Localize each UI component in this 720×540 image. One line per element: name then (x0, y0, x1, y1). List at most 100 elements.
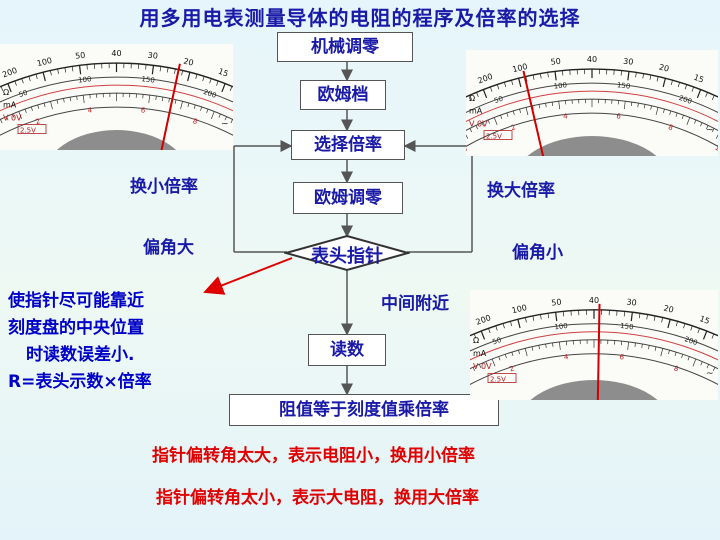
scale-tick (502, 323, 505, 329)
scale-tick (630, 101, 633, 107)
scale-tick (634, 342, 636, 347)
scale-tick (495, 325, 498, 331)
scale-tick (64, 67, 67, 73)
scale-tick (674, 352, 677, 357)
conclusion-line-2: 指针偏转角太小，表示大电阻，换用大倍率 (156, 488, 479, 508)
scale-tick (481, 122, 484, 127)
scale-tick (193, 104, 196, 109)
scale-tick (187, 102, 190, 107)
page-title: 用多用电表测量导体的电阻的程序及倍率的选择 (139, 6, 581, 30)
meter-dome (527, 136, 657, 156)
scale-tick (706, 364, 709, 369)
scale-tick (42, 72, 46, 82)
scale-tick (206, 109, 209, 114)
scale-tick (711, 333, 715, 339)
scale-tick (681, 115, 684, 120)
scale-tick (692, 358, 697, 367)
scale-tick (687, 356, 690, 361)
ohm-tick-label: 20 (182, 57, 194, 68)
scale-tick (71, 66, 74, 72)
scale-arc (466, 82, 718, 114)
scale-tick (630, 312, 633, 322)
scale-tick (0, 86, 4, 92)
step-mechanical-zero: 机械调零 (277, 32, 413, 62)
scale-tick (57, 68, 59, 74)
scale-tick (649, 74, 652, 80)
meter-needle (160, 63, 181, 150)
scale-tick (504, 82, 507, 88)
step-ohm-zero: 欧姆调零 (293, 182, 403, 214)
scale-tick (180, 101, 183, 110)
side-mark: Ω (469, 94, 475, 103)
ohm-tick-label: 30 (623, 57, 634, 67)
scale-tick (706, 125, 709, 130)
scale-tick (681, 354, 684, 359)
scale-tick (677, 82, 680, 88)
scale-tick (551, 101, 554, 107)
scale-tick (0, 119, 3, 124)
scale-tick (24, 109, 27, 114)
scale-tick (473, 333, 477, 339)
label-smaller-multiplier: 换小倍率 (130, 177, 198, 197)
scale-tick (547, 72, 549, 78)
scale-tick (487, 119, 490, 124)
scale-tick (558, 101, 561, 110)
scale-tick (669, 110, 672, 115)
scale-tick (694, 119, 697, 124)
scale-tick (209, 78, 212, 84)
scale-tick (650, 105, 652, 110)
note-line: 时读数误差小. (26, 345, 135, 365)
scale-tick (637, 103, 639, 108)
scale-tick (69, 97, 72, 102)
scale-tick (491, 358, 496, 367)
decision-label: 表头指针 (311, 246, 383, 267)
scale-tick-label: 2 (510, 123, 517, 132)
scale-tick (482, 89, 488, 99)
scale-tick (78, 65, 82, 75)
meter-face-right: ∞500200100504030201510505010015020025002… (466, 50, 718, 156)
scale-tick (545, 103, 547, 108)
scale-tick-label: 8 (667, 123, 674, 132)
ohm-tick-label: 15 (698, 314, 711, 326)
ac-label: ~ (706, 126, 714, 136)
scale-tick (230, 119, 233, 124)
scale-tick (686, 117, 691, 126)
scale-tick (661, 317, 664, 323)
ohm-tick-label: 20 (658, 63, 670, 74)
mirror-band (466, 90, 718, 122)
scale-tick-label: 2 (508, 364, 515, 373)
ac-label: ~ (706, 369, 714, 379)
scale-tick (469, 95, 473, 100)
scale-tick (168, 98, 170, 103)
scale-tick-label: 0 (466, 145, 469, 154)
scale-tick-label: 8 (673, 364, 680, 373)
scale-tick (211, 111, 215, 120)
scale-tick (711, 95, 715, 100)
scale-tick (200, 106, 203, 111)
ohm-tick-label: 40 (589, 296, 599, 305)
label-larger-multiplier: 换大倍率 (487, 181, 555, 201)
scale-tick (554, 71, 557, 81)
range-box (17, 124, 47, 134)
ohm-tick-label: 100 (36, 56, 53, 68)
side-mark: mA (3, 101, 17, 110)
mirror-band (470, 331, 718, 361)
range-label: 2.5V (20, 127, 36, 135)
scale-tick (667, 319, 671, 329)
scale-tick-label: 200 (202, 88, 217, 100)
scale-tick (221, 83, 226, 93)
scale-tick-label: 4 (87, 106, 93, 114)
scale-tick (662, 78, 666, 88)
scale-tick (635, 72, 637, 78)
scale-tick (538, 104, 541, 109)
scale-arc (0, 76, 233, 103)
range-box (487, 373, 517, 383)
scale-tick (202, 76, 205, 82)
ohm-tick-label: 40 (587, 55, 597, 64)
scale-tick (547, 313, 550, 319)
scale-tick (6, 116, 9, 121)
scale-tick (518, 350, 520, 355)
scale-tick-label: 6 (619, 353, 625, 361)
scale-tick (159, 66, 162, 72)
ohm-tick-label: 50 (551, 297, 562, 307)
